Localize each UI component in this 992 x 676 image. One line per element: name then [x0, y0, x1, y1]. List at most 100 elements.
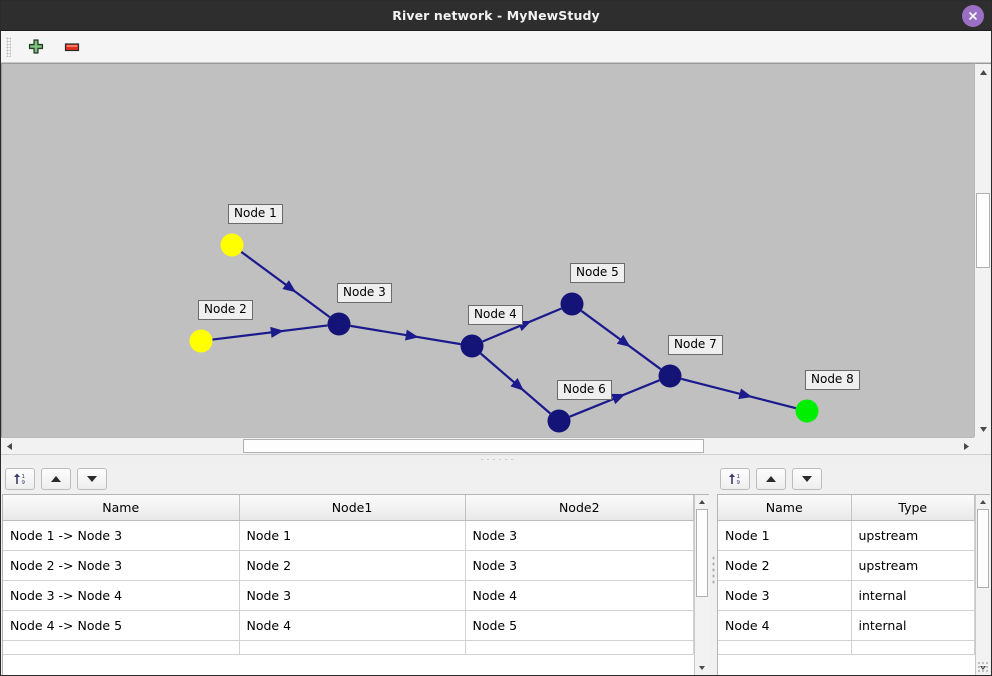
canvas-hscroll-thumb[interactable]	[242, 439, 704, 453]
graph-node[interactable]	[658, 364, 682, 388]
canvas-horizontal-scrollbar[interactable]	[1, 437, 974, 454]
table-cell[interactable]: Node 4	[465, 580, 694, 611]
graph-node[interactable]	[547, 409, 571, 433]
table-cell[interactable]: Node 3	[718, 580, 852, 611]
canvas-hscroll-track[interactable]	[17, 438, 958, 454]
table-cell[interactable]: Node 3 -> Node 4	[3, 580, 240, 611]
canvas-vertical-scrollbar[interactable]	[974, 63, 991, 437]
table-row[interactable]	[718, 640, 975, 655]
reaches-sort-button[interactable]: 1 9	[5, 468, 35, 490]
table-cell[interactable]	[465, 640, 694, 655]
canvas-vscroll-track[interactable]	[975, 80, 991, 421]
close-icon[interactable]	[962, 5, 984, 27]
scroll-up-icon[interactable]	[695, 495, 709, 509]
graph-node[interactable]	[460, 334, 484, 358]
vertical-splitter[interactable]	[710, 464, 716, 675]
table-cell[interactable]: internal	[851, 580, 975, 611]
graph-edge-arrow	[611, 393, 626, 405]
column-header[interactable]: Node2	[465, 495, 694, 521]
graph-node-label[interactable]: Node 6	[557, 380, 612, 400]
table-cell[interactable]: upstream	[851, 550, 975, 581]
graph-node[interactable]	[220, 233, 244, 257]
table-cell[interactable]: Node 5	[465, 610, 694, 641]
table-cell[interactable]: Node 4	[239, 610, 466, 641]
graph-node-label[interactable]: Node 7	[668, 335, 723, 355]
graph-node[interactable]	[327, 312, 351, 336]
graph-node-label[interactable]: Node 2	[198, 300, 253, 320]
table-cell[interactable]	[239, 640, 466, 655]
reaches-vscroll-thumb[interactable]	[696, 509, 708, 598]
table-cell[interactable]: Node 1 -> Node 3	[3, 520, 240, 551]
window-resize-grip[interactable]	[977, 661, 989, 673]
table-cell[interactable]: Node 3	[239, 580, 466, 611]
toolbar-grip[interactable]	[6, 36, 11, 57]
nodes-sort-button[interactable]: 1 9	[720, 468, 750, 490]
graph-edge[interactable]	[350, 324, 461, 346]
table-cell[interactable]: Node 3	[465, 550, 694, 581]
reaches-move-up-button[interactable]	[41, 468, 71, 490]
table-cell[interactable]: Node 1	[718, 520, 852, 551]
table-cell[interactable]: Node 2	[239, 550, 466, 581]
graph-node[interactable]	[795, 399, 819, 423]
scroll-down-icon[interactable]	[975, 421, 991, 437]
graph-node-label[interactable]: Node 1	[228, 204, 283, 224]
graph-node[interactable]	[560, 292, 584, 316]
table-cell[interactable]: Node 4	[718, 610, 852, 641]
network-graph-canvas[interactable]: Node 1 Node 2 Node 3 Node 4 Node 5 Node 6 Node…	[1, 63, 974, 437]
nodes-vertical-scrollbar[interactable]	[975, 494, 990, 675]
reaches-vertical-scrollbar[interactable]	[694, 494, 709, 675]
table-cell[interactable]	[851, 640, 975, 655]
delete-node-button[interactable]	[59, 35, 85, 59]
table-row[interactable]	[3, 640, 694, 655]
scroll-up-icon[interactable]	[975, 64, 991, 80]
scroll-up-icon[interactable]	[976, 495, 990, 509]
graph-edge[interactable]	[240, 250, 331, 319]
scroll-left-icon[interactable]	[1, 438, 17, 454]
nodes-vscroll-thumb[interactable]	[977, 509, 989, 589]
scroll-down-icon[interactable]	[695, 661, 709, 675]
table-cell[interactable]: Node 4 -> Node 5	[3, 610, 240, 641]
scroll-right-icon[interactable]	[958, 438, 974, 454]
graph-node-label[interactable]: Node 4	[468, 305, 523, 325]
reaches-vscroll-track[interactable]	[695, 509, 709, 661]
table-cell[interactable]: internal	[851, 610, 975, 641]
column-header[interactable]: Name	[718, 495, 852, 521]
graph-node-label[interactable]: Node 3	[337, 283, 392, 303]
add-node-button[interactable]	[23, 35, 49, 59]
graph-edge[interactable]	[212, 324, 328, 341]
nodes-move-up-button[interactable]	[756, 468, 786, 490]
table-cell[interactable]: Node 2 -> Node 3	[3, 550, 240, 581]
column-header[interactable]: Type	[851, 495, 975, 521]
table-cell[interactable]	[3, 640, 240, 655]
graph-node-label[interactable]: Node 8	[805, 370, 860, 390]
graph-node-label[interactable]: Node 5	[570, 263, 625, 283]
column-header[interactable]: Name	[3, 495, 240, 521]
nodes-vscroll-track[interactable]	[976, 509, 990, 661]
reaches-move-down-button[interactable]	[77, 468, 107, 490]
horizontal-splitter[interactable]	[1, 454, 991, 464]
table-cell[interactable]: upstream	[851, 520, 975, 551]
canvas-vscroll-thumb[interactable]	[976, 192, 990, 268]
table-cell[interactable]: Node 2	[718, 550, 852, 581]
table-cell[interactable]: Node 1	[239, 520, 466, 551]
graph-edge[interactable]	[680, 377, 797, 410]
column-header[interactable]: Node1	[239, 495, 466, 521]
table-cell[interactable]	[718, 640, 852, 655]
graph-node[interactable]	[189, 329, 213, 353]
table-cell[interactable]: Node 3	[465, 520, 694, 551]
nodes-move-down-button[interactable]	[792, 468, 822, 490]
